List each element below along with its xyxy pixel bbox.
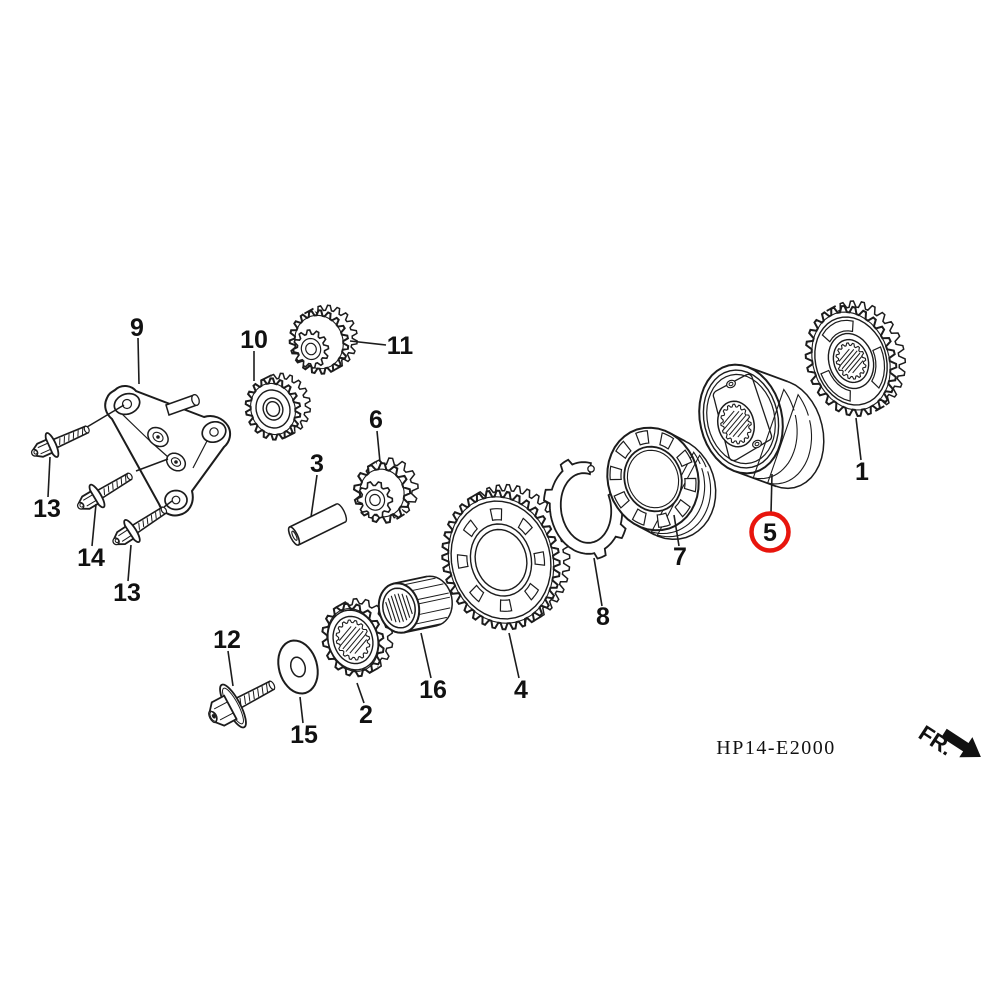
callout-9[interactable]: 9	[130, 314, 144, 342]
parts-drawings	[30, 300, 907, 729]
callout-1[interactable]: 1	[855, 458, 869, 486]
assembly-lines	[86, 404, 173, 508]
callout-13[interactable]: 13	[113, 579, 141, 607]
part-16	[377, 575, 453, 634]
callout-12[interactable]: 12	[213, 626, 241, 654]
callout-14[interactable]: 14	[77, 544, 105, 572]
diagram-code: HP14-E2000	[716, 737, 835, 759]
part-14	[76, 472, 133, 510]
part-3	[287, 503, 348, 546]
part-1	[804, 300, 907, 418]
part-15	[277, 639, 319, 695]
part-11	[288, 304, 358, 375]
callout-13[interactable]: 13	[33, 495, 61, 523]
part-12	[208, 680, 276, 729]
callout-3[interactable]: 3	[310, 450, 324, 478]
part-5	[698, 363, 825, 490]
part-6	[352, 457, 419, 524]
callout-5[interactable]: 5	[763, 519, 777, 547]
callout-6[interactable]: 6	[369, 406, 383, 434]
callout-11[interactable]: 11	[387, 332, 414, 360]
callout-15[interactable]: 15	[290, 721, 318, 749]
callout-16[interactable]: 16	[419, 676, 447, 704]
part-4	[441, 483, 571, 631]
part-9	[104, 385, 232, 517]
callout-4[interactable]: 4	[514, 676, 528, 704]
part-2	[321, 597, 394, 678]
callout-8[interactable]: 8	[596, 603, 610, 631]
part-10	[244, 372, 312, 441]
callout-7[interactable]: 7	[673, 543, 687, 571]
callout-2[interactable]: 2	[359, 701, 373, 729]
selected-part-highlight	[749, 511, 791, 553]
callout-leader-lines	[47, 337, 862, 724]
part-7	[606, 426, 717, 541]
part-callouts: 9 10 11 13 14 13 3 6 12 15 2 16 4 8 7 5 1	[33, 314, 869, 749]
part-13a	[30, 425, 90, 458]
fr-direction-arrow-icon	[941, 728, 981, 758]
callout-10[interactable]: 10	[240, 326, 268, 354]
part-13b	[112, 506, 168, 546]
